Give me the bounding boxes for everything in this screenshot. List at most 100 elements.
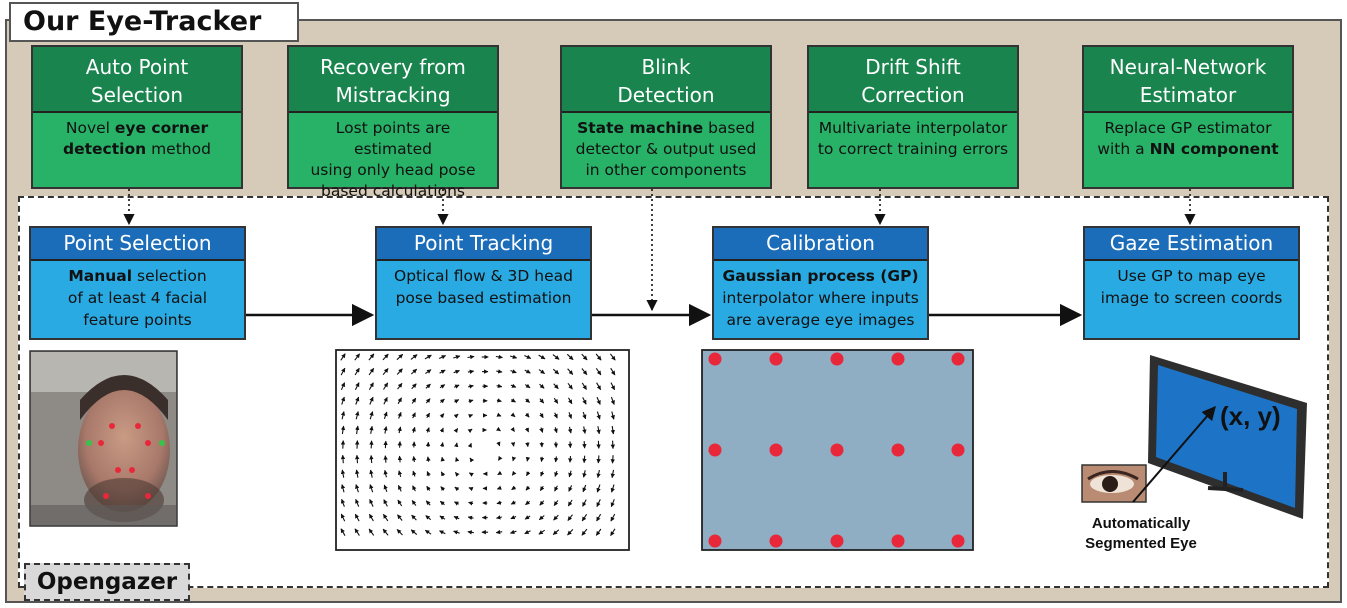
flow-vector	[453, 413, 459, 419]
green-box-title-l1: Recovery from	[320, 55, 466, 79]
flow-vector	[568, 470, 573, 478]
flow-vector	[538, 529, 546, 535]
calibration-dot	[708, 352, 722, 366]
eye-caption-line2: Segmented Eye	[1085, 535, 1197, 552]
monitor-illustration	[1148, 355, 1307, 519]
flow-vector	[511, 470, 517, 476]
flow-vector	[610, 513, 616, 522]
calibration-dots	[708, 352, 965, 548]
flow-vector	[468, 384, 474, 389]
flow-vector	[609, 353, 616, 361]
flow-vector	[410, 368, 418, 375]
green-box-title-l2: Correction	[861, 83, 965, 107]
flow-vector	[412, 470, 417, 477]
green-box-text: Novel	[65, 119, 115, 137]
flow-vector	[369, 469, 374, 478]
flow-vector	[453, 515, 460, 521]
flow-vector	[595, 353, 602, 361]
blue-box-title: Point Selection	[31, 228, 244, 261]
flow-vector	[368, 513, 374, 522]
blue-box-text: of at least 4 facial	[67, 289, 208, 307]
flow-vector	[510, 398, 516, 403]
flow-vector	[439, 500, 445, 506]
flow-vector	[596, 455, 601, 464]
flow-vector	[340, 425, 346, 435]
flow-vector	[582, 426, 587, 434]
flow-vector	[355, 411, 360, 420]
flow-vector	[354, 382, 360, 391]
flow-vector	[553, 456, 559, 463]
flow-vector	[396, 529, 403, 536]
flow-vector	[383, 499, 388, 507]
flow-vector	[539, 500, 545, 506]
flow-vector	[383, 484, 388, 492]
flow-vector	[411, 397, 417, 404]
flow-vector	[454, 486, 460, 492]
flow-vector	[567, 499, 573, 507]
green-box-text: method	[146, 140, 211, 158]
flow-vector	[596, 411, 601, 420]
flow-vector	[539, 398, 545, 404]
flow-vector	[524, 515, 531, 520]
flow-vector	[495, 529, 503, 535]
flow-vector	[453, 369, 460, 374]
flow-vector	[567, 382, 573, 390]
green-box-text: based	[703, 119, 755, 137]
flow-vector	[467, 354, 475, 360]
flow-vector	[453, 355, 461, 360]
flow-vector	[553, 500, 559, 506]
blue-box-bold: Gaussian process (GP)	[722, 267, 919, 285]
calibration-dot	[891, 443, 905, 457]
flow-vector	[509, 354, 518, 359]
flow-vector	[467, 369, 475, 374]
flow-vector	[439, 515, 446, 520]
dotted-arrows	[123, 189, 1196, 312]
blue-box-text: selection	[132, 267, 207, 285]
flow-vector	[369, 425, 374, 434]
flow-vector	[581, 513, 588, 522]
flow-vector	[553, 383, 559, 390]
flow-arrows	[340, 353, 616, 536]
blue-box-text: Optical flow & 3D head	[394, 267, 573, 285]
flow-vector	[439, 398, 445, 404]
flow-vector	[552, 368, 560, 375]
flow-vector	[396, 353, 404, 361]
flow-vector	[553, 514, 559, 521]
flow-vector	[424, 354, 432, 360]
green-box-text: in other components	[585, 161, 747, 179]
green-box-title-l1: Auto Point	[85, 55, 189, 79]
flow-vector	[355, 469, 360, 478]
flow-vector	[596, 499, 601, 507]
feature-points	[86, 423, 165, 499]
flow-vector	[425, 398, 431, 404]
flow-vector	[582, 455, 587, 464]
flow-vector	[596, 513, 602, 522]
flow-vector	[496, 515, 503, 520]
flow-vector	[439, 442, 445, 447]
flow-vector	[439, 384, 446, 389]
flow-vector	[425, 500, 431, 506]
flow-vector	[382, 513, 389, 522]
flow-vector	[397, 470, 403, 478]
flow-vector	[567, 368, 574, 375]
flow-vector	[510, 515, 517, 520]
flow-vector	[581, 382, 587, 390]
flow-vector	[496, 485, 502, 490]
flow-vector	[581, 353, 588, 361]
flow-vector	[581, 368, 588, 376]
flow-vector	[454, 501, 460, 506]
flow-vector	[496, 398, 502, 403]
green-box-title-l2: Mistracking	[335, 83, 451, 107]
flow-vector	[468, 472, 474, 477]
calibration-dot	[708, 443, 722, 457]
flow-vector	[610, 411, 615, 420]
flow-vector	[568, 485, 573, 492]
blue-box-text: feature points	[83, 311, 192, 329]
flow-vector	[539, 456, 545, 463]
flow-vector	[368, 382, 374, 390]
flow-vector	[382, 353, 389, 361]
flow-vector	[554, 470, 559, 477]
flow-vector	[538, 354, 546, 360]
